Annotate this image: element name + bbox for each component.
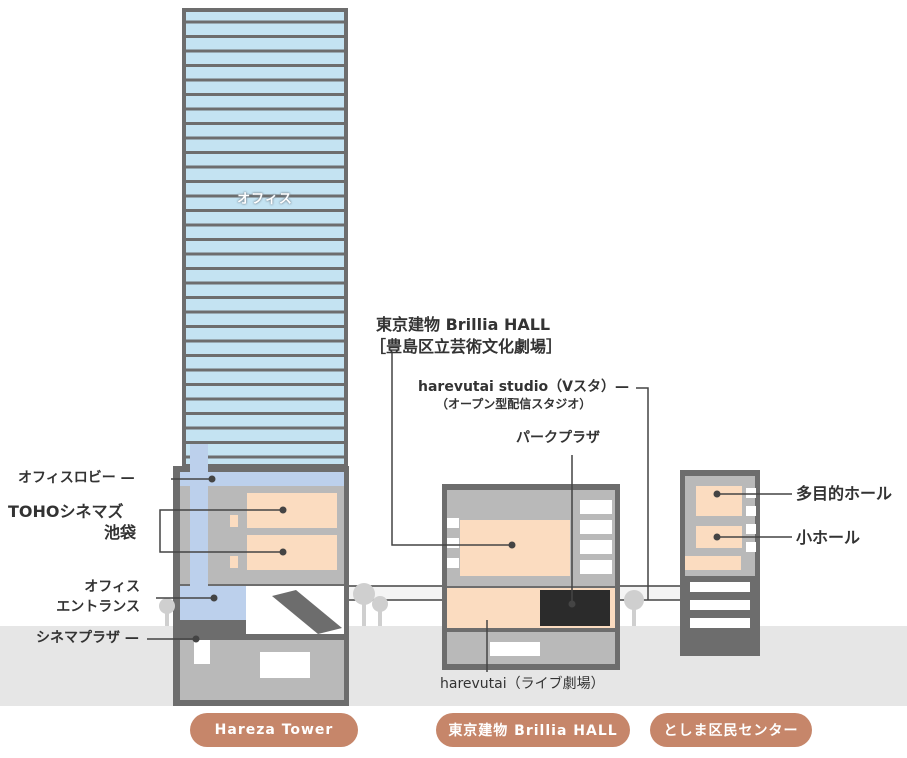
tree-icon: [624, 590, 644, 610]
tree-trunk: [378, 606, 382, 626]
cinema-small-box-2: [230, 556, 238, 568]
brillia-right-room-2: [580, 520, 612, 534]
civic-right-window-4: [746, 542, 756, 552]
tree-trunk: [632, 604, 636, 626]
tree-icon: [353, 583, 375, 605]
leader-toho-cinemas: [159, 509, 283, 553]
civic-lower-white-1: [690, 582, 750, 592]
studio-label-line1: harevutai studio（Vスタ）—: [418, 379, 629, 395]
hareza-tower-name-pill: Hareza Tower: [190, 713, 358, 747]
brillia-side-window-3: [447, 558, 459, 568]
marker-dot: [192, 635, 200, 643]
cinema-small-box-1: [230, 515, 238, 527]
marker-dot: [713, 533, 721, 541]
leader-lines: [147, 353, 792, 672]
trees: [159, 583, 644, 626]
office-label: オフィス: [237, 192, 293, 207]
cinema-plaza-label: シネマプラザ —: [36, 630, 139, 646]
civic-right-window-3: [746, 524, 756, 534]
escalator: [272, 590, 342, 634]
civic-right-window-1: [746, 488, 756, 498]
brillia-right-room-3: [580, 540, 612, 554]
civic-right-window-2: [746, 506, 756, 516]
office-lobby-label: オフィスロビー —: [18, 470, 135, 486]
civic-floor-band: [685, 556, 741, 570]
park-plaza-label: パークプラザ: [516, 430, 600, 446]
marker-dot: [279, 506, 287, 514]
brillia-basement-room: [490, 642, 540, 656]
brillia-main-hall: [460, 520, 570, 576]
civic-lower-white-3: [690, 618, 750, 628]
marker-dots: [192, 475, 721, 643]
tree-trunk: [362, 596, 366, 626]
civic-lower-white-2: [690, 600, 750, 610]
tower-floor-lines: [186, 20, 344, 459]
hareza-tower-building: [173, 8, 349, 706]
brillia-hall-building: [442, 484, 620, 670]
basement-room-1: [260, 652, 310, 678]
brillia-side-window-2: [447, 538, 459, 548]
lobby-strip: [180, 472, 344, 486]
brillia-right-room-4: [580, 560, 612, 574]
lobby-core: [190, 444, 208, 594]
park-plaza-stage: [540, 590, 610, 626]
marker-dot: [210, 594, 218, 602]
civic-multipurpose-hall: [696, 486, 742, 516]
office-entrance-label-line2: エントランス: [56, 599, 140, 615]
marker-dot: [713, 490, 721, 498]
office-entrance-label-line1: オフィス: [84, 579, 140, 595]
brillia-side-window-1: [447, 518, 459, 528]
marker-dot: [508, 541, 516, 549]
toho-cinemas-label-line2: 池袋: [103, 523, 136, 542]
tree-icon: [372, 596, 388, 612]
multipurpose-hall-label: 多目的ホール: [796, 484, 893, 503]
marker-dot: [568, 600, 576, 608]
tree-trunk: [165, 606, 169, 626]
leader-studio: [636, 387, 649, 600]
civic-center-name-pill: としま区民センター: [650, 713, 812, 747]
harevutai-label: harevutai（ライブ劇場）: [440, 676, 605, 692]
brillia-right-room-1: [580, 500, 612, 514]
office-entrance-area: [180, 586, 246, 620]
basement-white-box: [194, 640, 210, 664]
marker-dot: [208, 475, 216, 483]
leader-brillia-hall: [391, 353, 512, 546]
brillia-hall-label-line2: ［豊島区立芸術文化劇場］: [370, 337, 563, 356]
toshima-civic-center-building: [680, 470, 760, 656]
brillia-hall-name-pill: 東京建物 Brillia HALL: [436, 713, 630, 747]
marker-dot: [279, 548, 287, 556]
small-hall-label: 小ホール: [796, 528, 861, 547]
brillia-hall-label-line1: 東京建物 Brillia HALL: [376, 315, 551, 334]
toho-cinemas-label-line1: TOHOシネマズ: [8, 502, 124, 521]
studio-label-line2: （オープン型配信スタジオ）: [436, 397, 592, 411]
